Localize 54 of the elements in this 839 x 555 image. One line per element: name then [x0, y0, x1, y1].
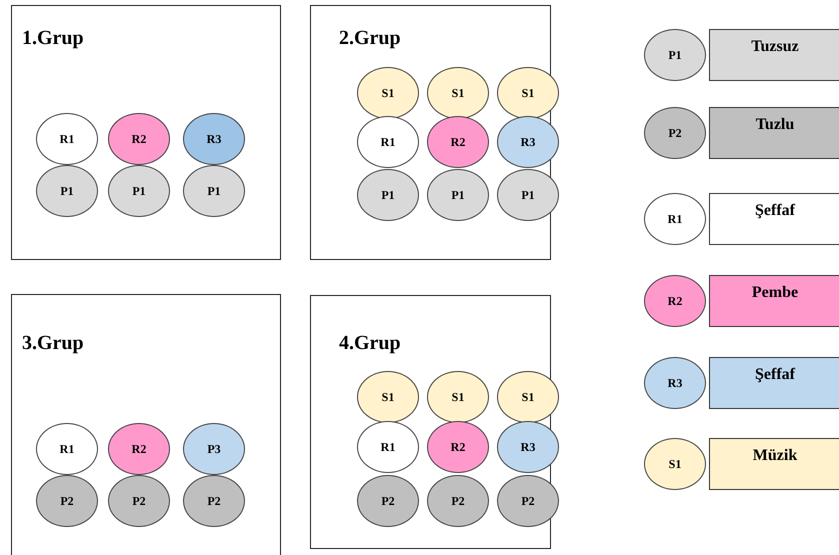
- ellipse-label: P1: [451, 188, 465, 202]
- ellipse-label: S1: [382, 86, 394, 100]
- legend-label: Müzik: [752, 447, 798, 466]
- ellipse: [644, 357, 706, 409]
- ellipse-label: P1: [60, 184, 74, 198]
- ellipse-label: R2: [132, 132, 146, 146]
- ellipse: [644, 29, 706, 81]
- ellipse: [644, 275, 706, 327]
- ellipse-label: R2: [450, 134, 466, 150]
- ellipse-label: R1: [60, 442, 74, 456]
- ellipse-label: R3: [520, 440, 536, 454]
- ellipse-label: R1: [668, 212, 682, 226]
- group-title: 3.Grup: [22, 333, 84, 353]
- ellipse-label: S1: [522, 86, 534, 100]
- ellipse-label: P2: [451, 494, 465, 508]
- group-title: 4.Grup: [339, 333, 401, 353]
- ellipse-label: P2: [668, 126, 682, 140]
- ellipse: [644, 193, 706, 245]
- group-box: [11, 5, 281, 260]
- legend-label: Pembe: [752, 284, 798, 303]
- ellipse-label: P3: [207, 442, 221, 456]
- ellipse-label: R1: [60, 132, 74, 146]
- legend-label: Şeffaf: [755, 366, 795, 385]
- ellipse-label: P1: [381, 188, 395, 202]
- legend-label: Tuzlu: [756, 116, 794, 135]
- ellipse: [644, 107, 706, 159]
- ellipse-label: S1: [668, 456, 682, 472]
- ellipse-label: S1: [452, 390, 464, 404]
- ellipse-label: P2: [132, 494, 146, 508]
- ellipse-label: P1: [521, 188, 535, 202]
- ellipse-label: P2: [381, 494, 395, 508]
- ellipse-label: R1: [380, 134, 396, 150]
- ellipse: [644, 438, 706, 490]
- ellipse-label: P1: [132, 184, 146, 198]
- ellipse-label: S1: [522, 390, 534, 404]
- ellipse-label: P1: [668, 48, 682, 62]
- ellipse-label: R3: [206, 132, 222, 146]
- ellipse-label: P2: [521, 494, 535, 508]
- ellipse-label: R1: [380, 440, 396, 454]
- legend-label: Şeffaf: [755, 202, 795, 221]
- ellipse-label: P2: [60, 494, 74, 508]
- ellipse-label: S1: [382, 390, 394, 404]
- ellipse-label: R3: [520, 134, 536, 150]
- ellipse-label: R2: [132, 442, 146, 456]
- ellipse-label: P2: [207, 494, 221, 508]
- ellipse-label: P1: [207, 184, 221, 198]
- ellipse-label: R3: [668, 376, 682, 390]
- group-title: 2.Grup: [339, 28, 401, 48]
- group-box: [11, 294, 281, 555]
- ellipse-label: R2: [450, 440, 466, 454]
- ellipse-label: R2: [668, 294, 682, 308]
- group-title: 1.Grup: [22, 28, 84, 48]
- legend-label: Tuzsuz: [751, 38, 799, 57]
- ellipse-label: S1: [452, 86, 464, 100]
